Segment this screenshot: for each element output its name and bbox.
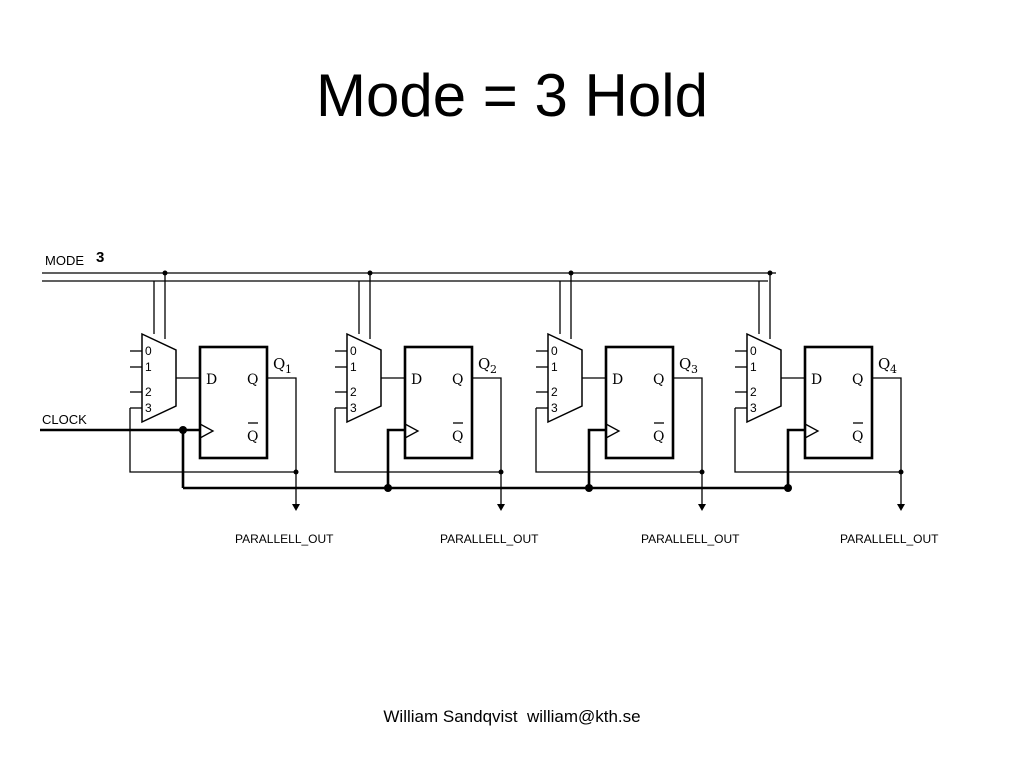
mux-3 [547, 332, 583, 424]
stage-2-clock-tap [386, 428, 405, 488]
mux-3-input-0: 0 [551, 344, 558, 358]
stage-2-parallel-out-label: PARALLELL_OUT [440, 532, 539, 546]
stage-1-q-label: Q [273, 355, 285, 373]
stage-3-q-label: Q [679, 355, 691, 373]
stage-4-hold-feedback [734, 408, 901, 473]
stage-4-q-subscript: 4 [890, 363, 897, 376]
flipflop-4-q: Q [852, 372, 863, 388]
flipflop-4-d: D [811, 372, 822, 388]
flipflop-1-qbar: Q [247, 429, 258, 445]
mux-2-input-1: 1 [350, 360, 357, 374]
flipflop-3 [604, 345, 675, 460]
slide-title: Mode = 3 Hold [316, 62, 708, 129]
stage-3-q-subscript: 3 [691, 363, 698, 376]
mux-4-input-3: 3 [750, 401, 757, 415]
stage-1-parallel-out-label: PARALLELL_OUT [235, 532, 334, 546]
mux-3-input-3: 3 [551, 401, 558, 415]
mux-3-input-2: 2 [551, 385, 558, 399]
flipflop-2-clock-triangle [404, 423, 420, 439]
mux-4-input-0: 0 [750, 344, 757, 358]
mux-1-input-0: 0 [145, 344, 152, 358]
mux-1-input-1: 1 [145, 360, 152, 374]
mode-label: MODE [45, 253, 84, 268]
stage-3-hold-feedback [535, 408, 702, 473]
footer: William Sandqvist william@kth.se [383, 707, 641, 726]
flipflop-3-q: Q [653, 372, 664, 388]
clock-junction [179, 426, 187, 434]
mux-3-input-1: 1 [551, 360, 558, 374]
flipflop-4 [803, 345, 874, 460]
mux-4 [746, 332, 782, 424]
stage-1-q-wire [267, 377, 297, 508]
stage-2-q-wire [472, 377, 502, 508]
flipflop-3-qbar: Q [653, 429, 664, 445]
mux-2-input-2: 2 [350, 385, 357, 399]
mux-2 [346, 332, 382, 424]
mode-junction-2 [367, 270, 373, 276]
stage-3-q-wire [673, 377, 703, 508]
mode-junction-1 [162, 270, 168, 276]
stage-4-clock-junction [784, 484, 792, 492]
flipflop-2 [403, 345, 474, 460]
flipflop-1-q: Q [247, 372, 258, 388]
mux-1-input-3: 3 [145, 401, 152, 415]
mux-2-input-3: 3 [350, 401, 357, 415]
mux-1-input-2: 2 [145, 385, 152, 399]
flipflop-4-qbar: Q [852, 429, 863, 445]
mux-2-input-0: 0 [350, 344, 357, 358]
stage-4-q-wire [872, 377, 902, 508]
flipflop-3-clock-triangle [605, 423, 621, 439]
flipflop-1-d: D [206, 372, 217, 388]
mode-value: 3 [96, 249, 104, 266]
stage-2-hold-feedback [334, 408, 501, 473]
stage-2-q-label: Q [478, 355, 490, 373]
stage-3-clock-junction [585, 484, 593, 492]
flipflop-4-clock-triangle [804, 423, 820, 439]
mux-4-input-1: 1 [750, 360, 757, 374]
stage-1-out-arrow [292, 504, 300, 511]
clock-label: CLOCK [42, 412, 87, 427]
mux-4-input-2: 2 [750, 385, 757, 399]
stage-1-hold-feedback [129, 408, 296, 473]
stage-4-q-label: Q [878, 355, 890, 373]
flipflop-1 [198, 345, 269, 460]
flipflop-2-d: D [411, 372, 422, 388]
stage-3-clock-tap [587, 428, 606, 488]
mode-junction-4 [767, 270, 773, 276]
stage-4-parallel-out-label: PARALLELL_OUT [840, 532, 939, 546]
stage-2-clock-junction [384, 484, 392, 492]
flipflop-2-q: Q [452, 372, 463, 388]
stage-2-out-arrow [497, 504, 505, 511]
stage-3-out-arrow [698, 504, 706, 511]
stage-4-clock-tap [786, 428, 805, 488]
flipflop-3-d: D [612, 372, 623, 388]
stage-1-q-subscript: 1 [285, 363, 292, 376]
flipflop-2-qbar: Q [452, 429, 463, 445]
flipflop-1-clock-triangle [199, 423, 215, 439]
stage-2-q-subscript: 2 [490, 363, 497, 376]
mode-junction-3 [568, 270, 574, 276]
stage-3-parallel-out-label: PARALLELL_OUT [641, 532, 740, 546]
mux-1 [141, 332, 177, 424]
stage-4-out-arrow [897, 504, 905, 511]
